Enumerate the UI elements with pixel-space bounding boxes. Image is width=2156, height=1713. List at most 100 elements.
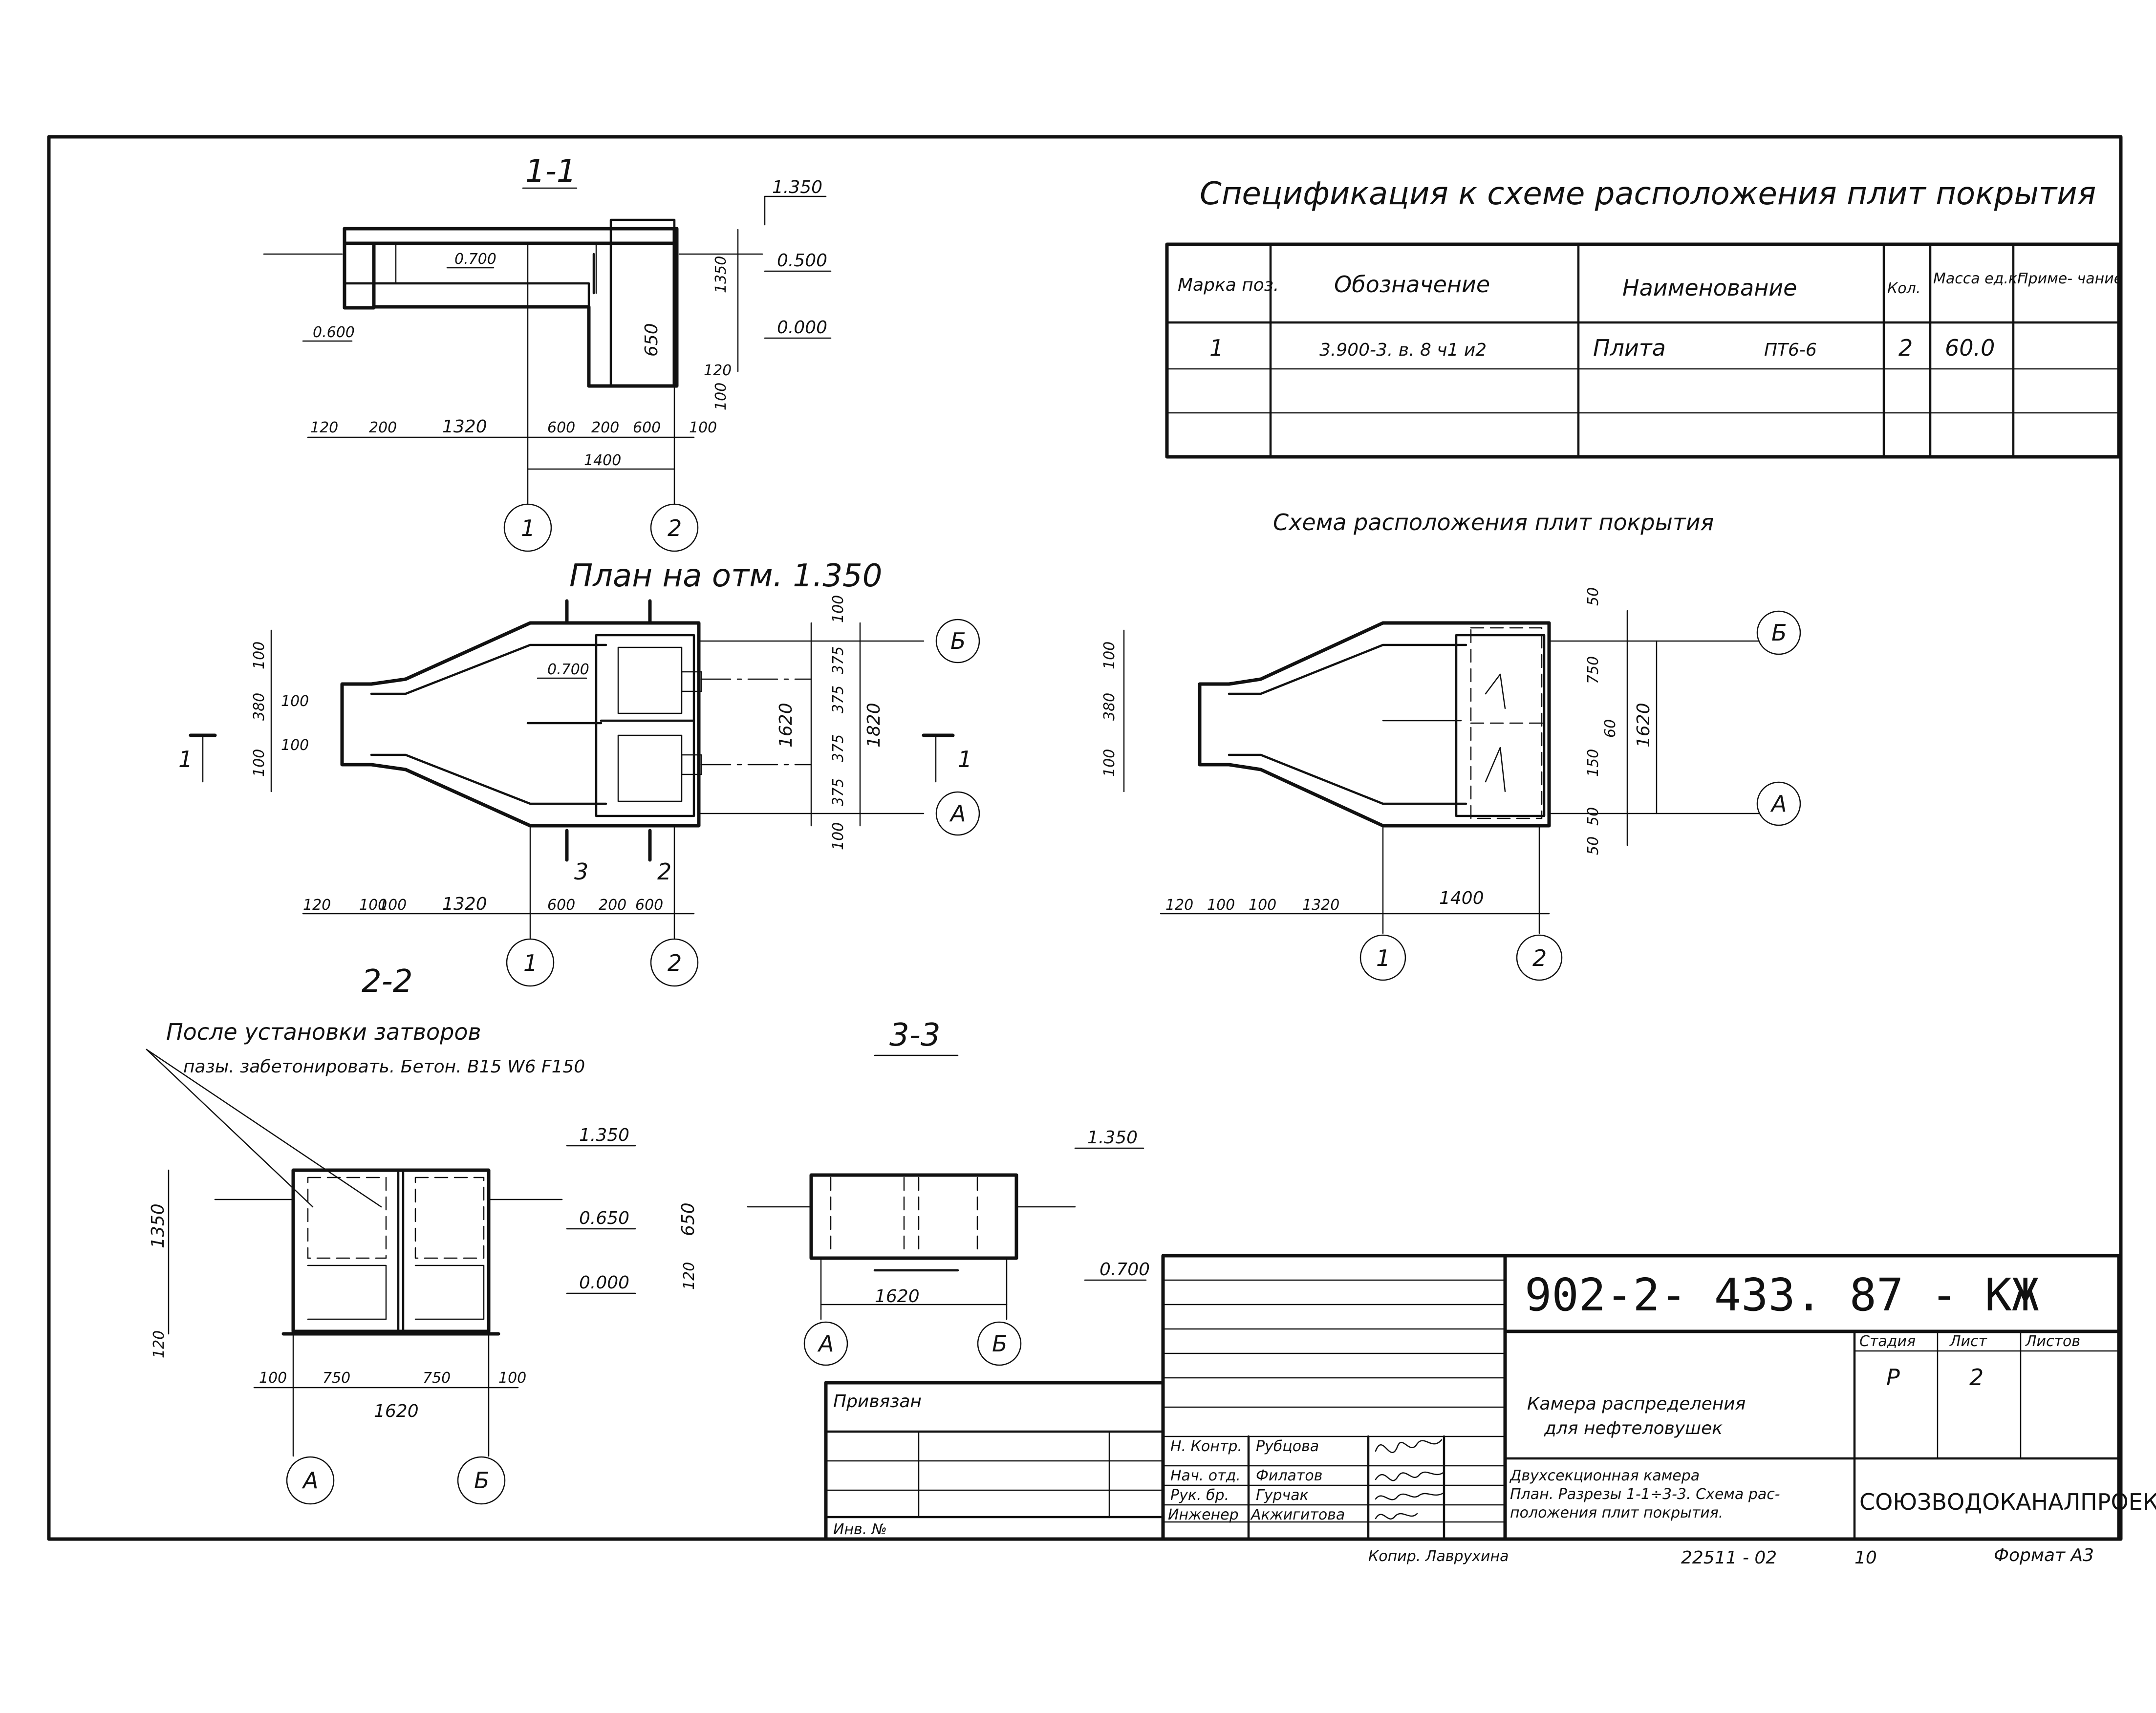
stage-value: Р xyxy=(1886,1364,1900,1391)
lists-header: Листов xyxy=(2025,1333,2080,1350)
dim-600a-11: 600 xyxy=(547,419,575,436)
spec-cell-qty: 2 xyxy=(1898,335,1913,361)
dim-100-plan-l2: 100 xyxy=(251,749,268,777)
copyist: Копир. Лаврухина xyxy=(1368,1548,1509,1565)
dim-100-sch-l1: 100 xyxy=(1101,642,1118,669)
elev-0000-22: 0.000 xyxy=(579,1273,629,1293)
axis-2-11: 2 xyxy=(668,515,682,541)
axis-A-sch: А xyxy=(1770,791,1787,817)
section-1-1: 1-1 1.350 0.500 0.000 0.700 0.600 1350 6… xyxy=(263,153,832,552)
section-1-1-title: 1-1 xyxy=(525,153,577,190)
axis-1-sch: 1 xyxy=(1376,945,1390,971)
dim-1620-sch: 1620 xyxy=(1634,703,1654,748)
sheet-desc-3: положения плит покрытия. xyxy=(1510,1504,1723,1521)
elev-0500-11: 0.500 xyxy=(777,251,827,271)
dim-1620-plan: 1620 xyxy=(776,703,796,748)
dim-375-plan-d: 375 xyxy=(830,778,847,806)
dim-60-sch: 60 xyxy=(1602,719,1619,738)
cut-3: 3 xyxy=(574,858,588,885)
object-name-2: для нефтеловушек xyxy=(1544,1418,1723,1438)
axis-2-plan: 2 xyxy=(668,950,682,976)
dim-1320-sch: 1320 xyxy=(1302,897,1339,914)
dim-120-plan: 120 xyxy=(303,897,331,914)
signature-4 xyxy=(1375,1513,1418,1520)
role-rukbr: Рук. бр. xyxy=(1170,1487,1229,1504)
object-name-1: Камера распределения xyxy=(1527,1394,1746,1414)
elev-1350-11: 1.350 xyxy=(772,177,822,197)
plan-title: План на отм. 1.350 xyxy=(569,558,882,594)
name-filatov: Филатов xyxy=(1256,1467,1322,1484)
axis-B-33: Б xyxy=(992,1330,1008,1357)
dim-650-33: 650 xyxy=(678,1202,698,1236)
dim-600-plan-a: 600 xyxy=(547,897,575,914)
elev-0600-11: 0.600 xyxy=(313,324,355,341)
elev-0700-plan: 0.700 xyxy=(547,661,589,678)
dim-650-11: 650 xyxy=(642,323,662,357)
list-value: 2 xyxy=(1969,1364,1984,1391)
dim-120-33: 120 xyxy=(681,1262,698,1290)
axis-1-11: 1 xyxy=(521,515,535,541)
dim-120-11: 120 xyxy=(310,419,338,436)
scheme-title: Схема расположения плит покрытия xyxy=(1273,509,1714,535)
dim-380-sch: 380 xyxy=(1101,693,1118,721)
dim-50-sch-2: 50 xyxy=(1585,807,1602,826)
dim-100-plan-b2: 100 xyxy=(379,897,407,914)
elev-1350-33: 1.350 xyxy=(1087,1128,1138,1148)
dim-1620-33: 1620 xyxy=(875,1286,920,1306)
cut-2: 2 xyxy=(657,858,671,885)
title-block: Привязан Инв. № Н. Контр. Нач. отд. Рук.… xyxy=(824,1254,2156,1568)
name-rubtsova: Рубцова xyxy=(1256,1438,1319,1455)
dim-750-22-a: 750 xyxy=(323,1370,350,1387)
stage-header: Стадия xyxy=(1859,1333,1916,1350)
dim-1820-plan: 1820 xyxy=(864,703,884,748)
role-nachotd: Нач. отд. xyxy=(1170,1467,1241,1484)
dim-1320-plan: 1320 xyxy=(442,894,487,914)
drawing-code: 902-2- 433. 87 - КЖ xyxy=(1525,1269,2039,1321)
dim-120-11: 120 xyxy=(704,362,732,379)
elev-0700-33: 0.700 xyxy=(1100,1260,1150,1280)
role-engineer: Инженер xyxy=(1168,1506,1239,1523)
signature-2 xyxy=(1375,1471,1445,1481)
spec-title: Спецификация к схеме расположения плит п… xyxy=(1200,176,2096,212)
spec-header-name: Наименование xyxy=(1622,275,1797,301)
note-line2: пазы. забетонировать. Бетон. В15 W6 F150 xyxy=(183,1057,585,1077)
dim-600-plan-b: 600 xyxy=(635,897,663,914)
spec-header-mass: Масса ед.кг xyxy=(1933,270,2025,287)
privyazan-label: Привязан xyxy=(833,1392,922,1412)
plan-view: План на отм. 1.350 0.700 100 380 100 100… xyxy=(178,558,980,987)
dim-100-plan-l3: 100 xyxy=(281,693,309,710)
dim-1350-22: 1350 xyxy=(148,1203,168,1248)
dim-120-22: 120 xyxy=(151,1330,168,1358)
elev-0650-22: 0.650 xyxy=(579,1208,629,1228)
elev-1350-22: 1.350 xyxy=(579,1125,629,1145)
note-line1: После установки затворов xyxy=(166,1019,481,1045)
axis-A-22: А xyxy=(302,1467,318,1494)
axis-B-22: Б xyxy=(474,1467,490,1494)
dim-750-22-b: 750 xyxy=(423,1370,451,1387)
page-number: 10 xyxy=(1854,1548,1877,1568)
elev-0000-11: 0.000 xyxy=(777,318,827,338)
section-2-2: 2-2 После установки затворов пазы. забет… xyxy=(146,964,636,1505)
dim-1400-sch: 1400 xyxy=(1439,888,1484,908)
cut-1-right: 1 xyxy=(958,746,972,772)
inv-label: Инв. № xyxy=(833,1521,887,1538)
dim-750-sch-a: 750 xyxy=(1585,656,1602,684)
spec-header-designation: Обозначение xyxy=(1334,271,1490,298)
name-gurchak: Гурчак xyxy=(1256,1487,1309,1504)
spec-cell-type: ПТ6-6 xyxy=(1764,340,1817,360)
dim-150-sch: 150 xyxy=(1585,749,1602,777)
section-3-3-title: 3-3 xyxy=(889,1017,941,1053)
list-header: Лист xyxy=(1949,1333,1988,1350)
axis-B-sch: Б xyxy=(1771,620,1787,646)
section-3-3: 3-3 1.350 0.700 650 120 1620 А Б xyxy=(678,1017,1150,1366)
format-label: Формат А3 xyxy=(1994,1545,2094,1565)
dim-1320-11: 1320 xyxy=(442,417,487,437)
elev-0700-11: 0.700 xyxy=(454,251,496,268)
dim-100-11: 100 xyxy=(689,419,717,436)
signature-3 xyxy=(1375,1492,1445,1500)
name-akzhigitova: Акжигитова xyxy=(1250,1506,1345,1523)
dim-100-22-b: 100 xyxy=(498,1370,526,1387)
dim-100-plan-r2: 100 xyxy=(830,822,847,850)
dim-375-plan-c: 375 xyxy=(830,734,847,762)
